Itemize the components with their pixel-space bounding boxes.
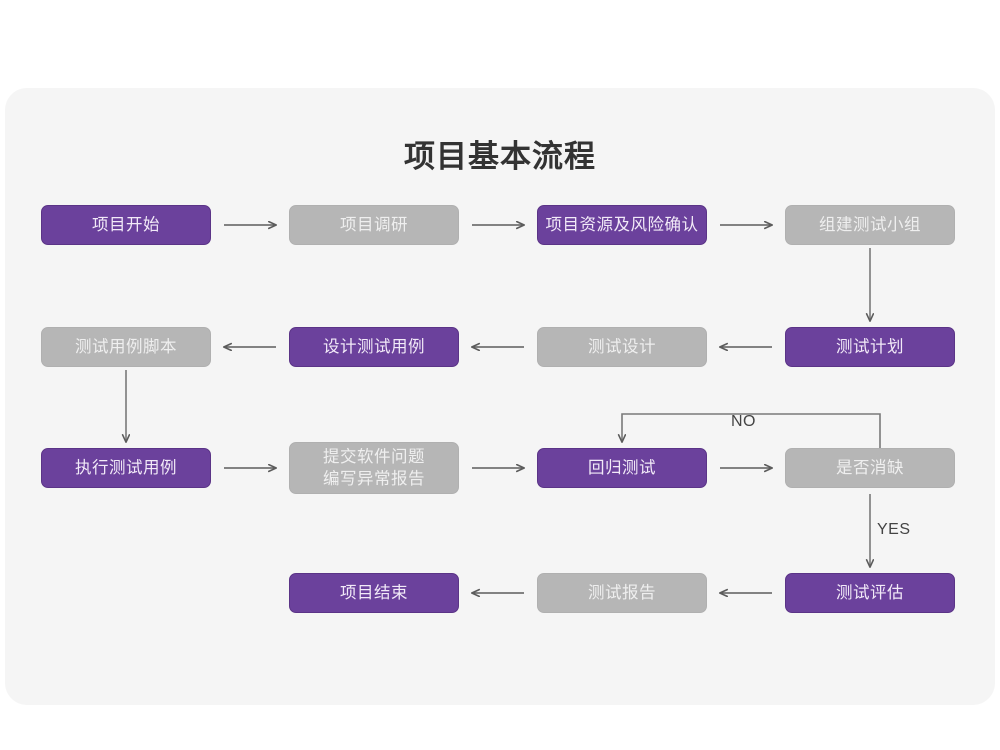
- edge-label-no: NO: [731, 413, 756, 430]
- node-defect-cleared-decision[interactable]: 是否消缺: [785, 448, 955, 488]
- page-title: 项目基本流程: [404, 139, 596, 174]
- node-label: 项目资源及风险确认: [545, 216, 699, 234]
- node-test-plan[interactable]: 测试计划: [785, 327, 955, 367]
- node-project-research[interactable]: 项目调研: [289, 205, 459, 245]
- node-project-end[interactable]: 项目结束: [289, 573, 459, 613]
- node-label: 提交软件问题 编写异常报告: [323, 448, 425, 488]
- node-submit-issues-report[interactable]: 提交软件问题 编写异常报告: [289, 442, 459, 494]
- node-label: 测试报告: [588, 584, 656, 602]
- node-label: 测试用例脚本: [75, 338, 177, 356]
- node-label: 是否消缺: [836, 459, 904, 477]
- node-label: 项目调研: [340, 216, 408, 234]
- node-label: 执行测试用例: [75, 459, 177, 477]
- node-label: 项目结束: [340, 584, 408, 602]
- edge-label-yes: YES: [877, 521, 911, 538]
- node-project-start[interactable]: 项目开始: [41, 205, 211, 245]
- node-label: 回归测试: [588, 459, 656, 477]
- node-build-test-team[interactable]: 组建测试小组: [785, 205, 955, 245]
- node-label: 测试设计: [588, 338, 656, 356]
- node-regression-test[interactable]: 回归测试: [537, 448, 707, 488]
- node-resource-risk-confirm[interactable]: 项目资源及风险确认: [537, 205, 707, 245]
- node-label: 项目开始: [92, 216, 160, 234]
- node-design-test-cases[interactable]: 设计测试用例: [289, 327, 459, 367]
- node-label: 设计测试用例: [323, 338, 425, 356]
- node-test-case-script[interactable]: 测试用例脚本: [41, 327, 211, 367]
- node-label: 组建测试小组: [819, 216, 921, 234]
- node-label: 测试计划: [836, 338, 904, 356]
- node-execute-test-cases[interactable]: 执行测试用例: [41, 448, 211, 488]
- node-label: 测试评估: [836, 584, 904, 602]
- node-test-evaluation[interactable]: 测试评估: [785, 573, 955, 613]
- node-test-design[interactable]: 测试设计: [537, 327, 707, 367]
- node-test-report[interactable]: 测试报告: [537, 573, 707, 613]
